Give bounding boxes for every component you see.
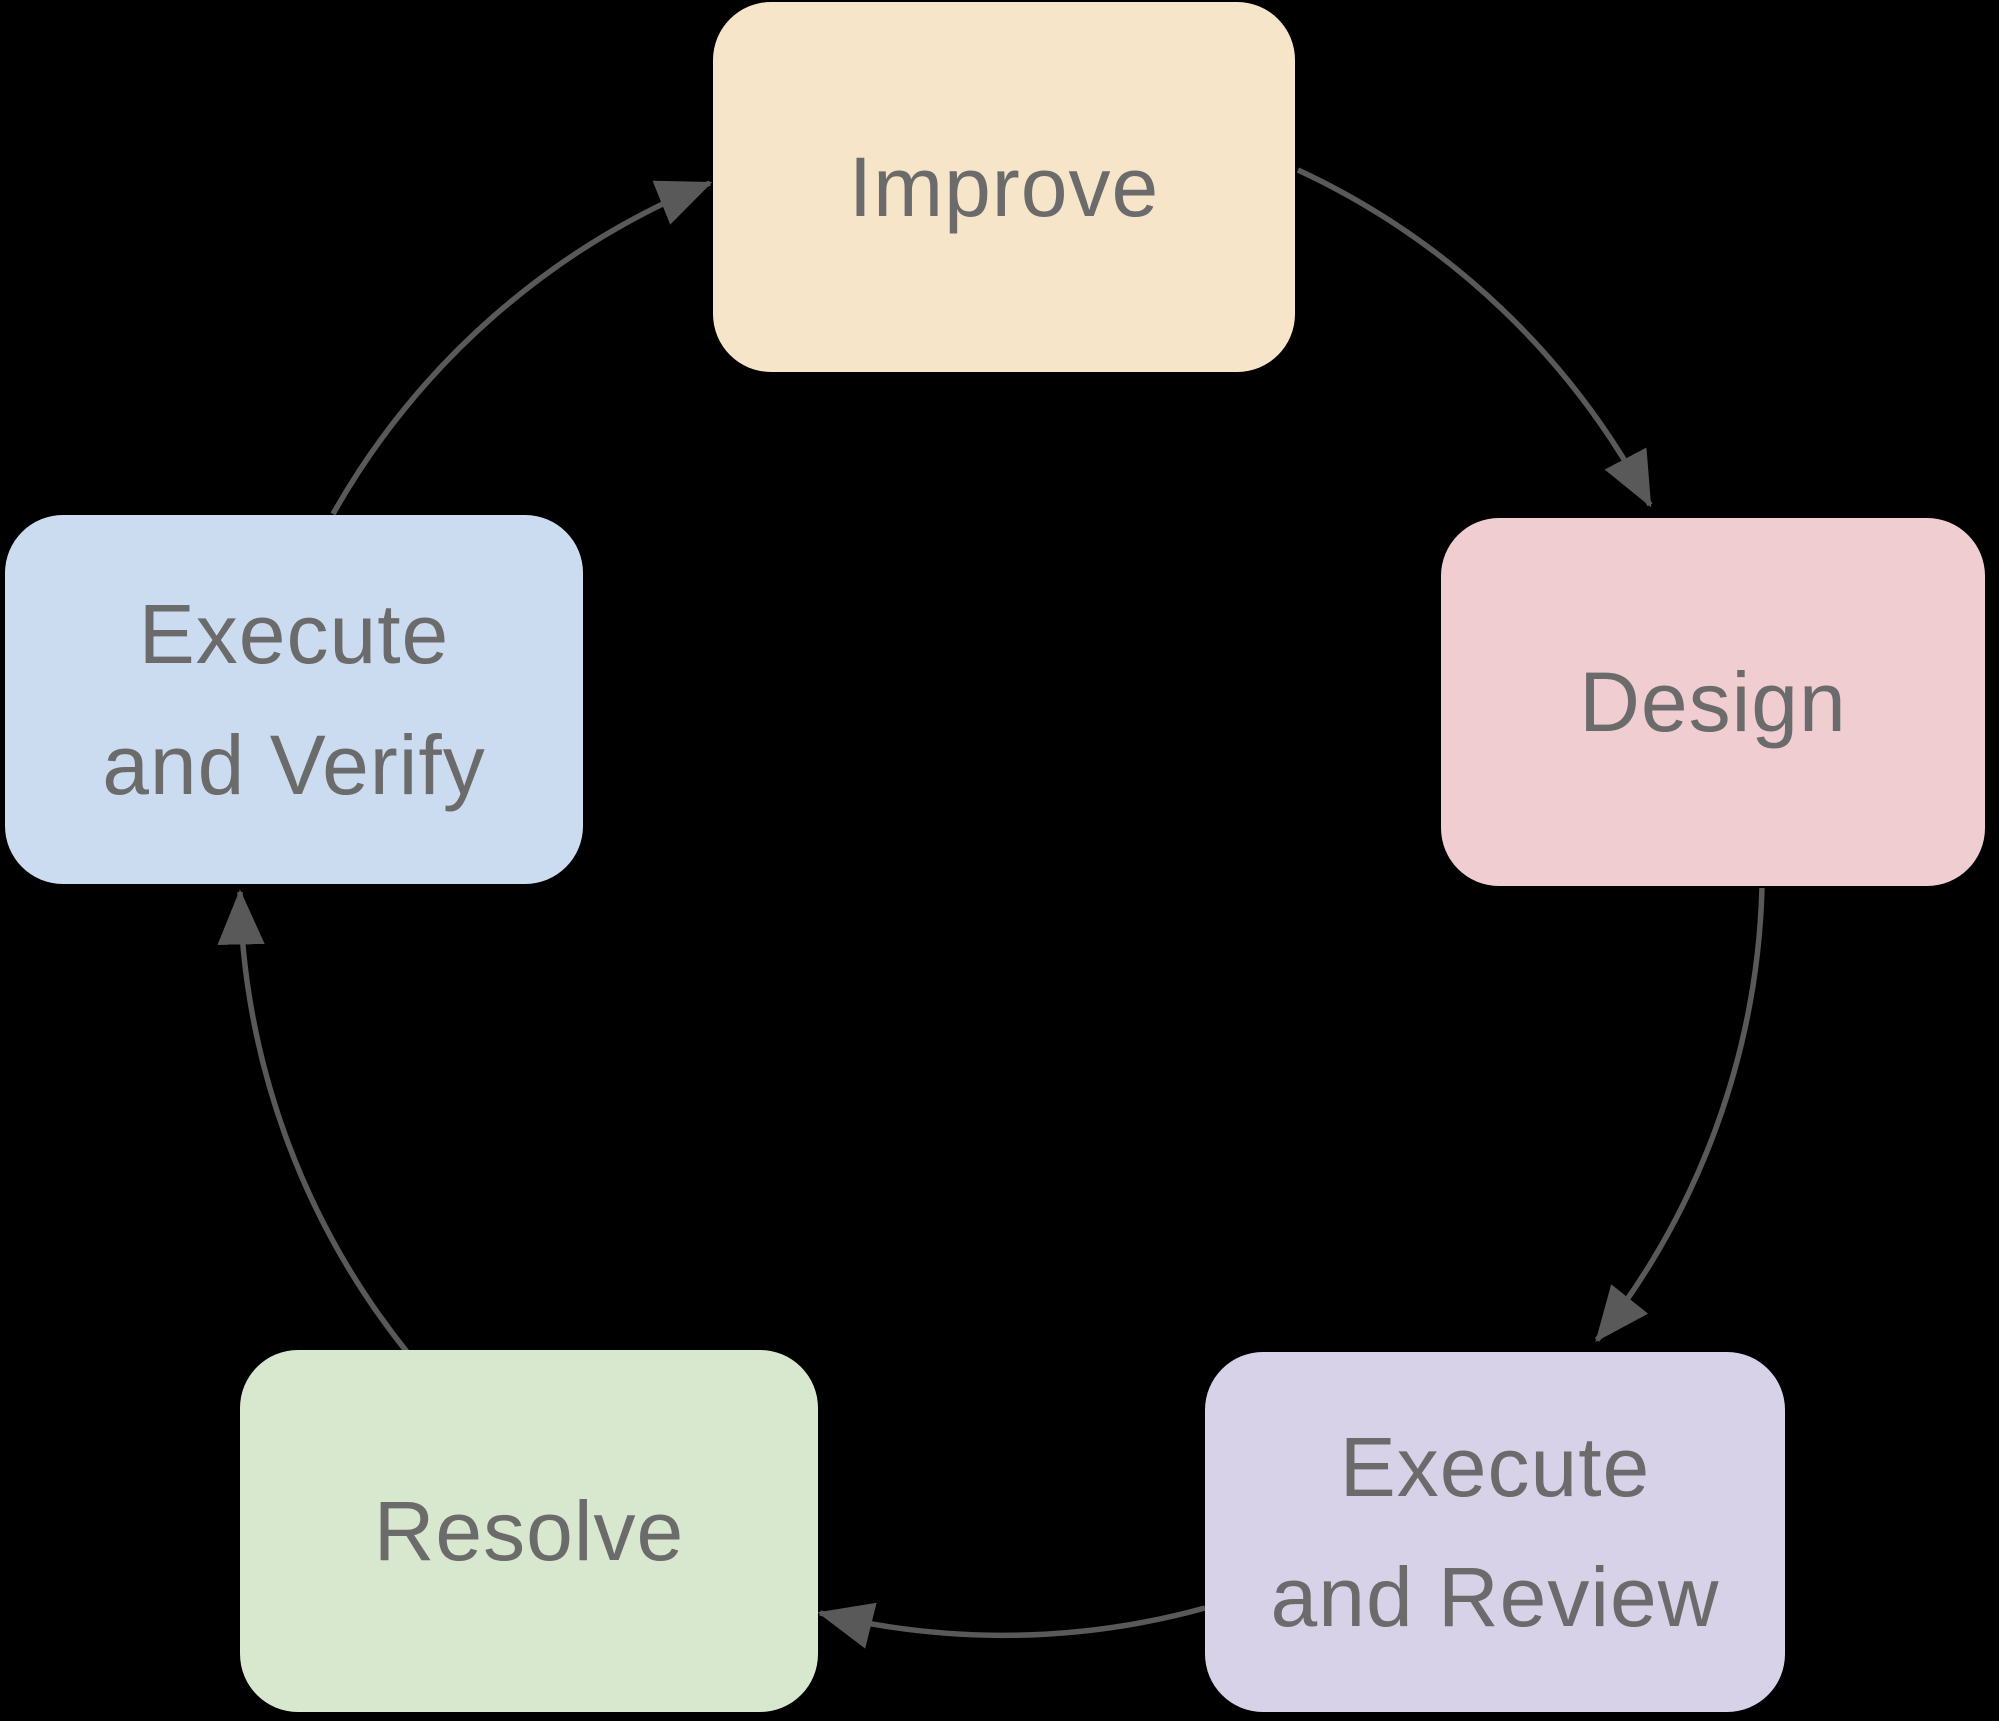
edge-resolve-to-execute-verify [217,889,410,1354]
edge-improve-to-design [1296,167,1653,508]
node-execute-review-label-line2: and Review [1270,1550,1720,1644]
node-execute-verify-label-line2: and Verify [102,717,486,812]
node-design-label: Design [1579,654,1847,749]
node-execute-verify: Execute and Verify [5,515,583,884]
node-resolve-label: Resolve [373,1483,685,1578]
node-execute-review-label-line1: Execute [1339,1419,1651,1514]
node-execute-review: Execute and Review [1205,1352,1785,1712]
edge-execute-verify-to-improve [330,180,713,516]
node-execute-verify-label-line1: Execute [138,587,450,682]
node-resolve: Resolve [240,1350,818,1712]
edge-execute-review-to-resolve [817,1602,1206,1649]
node-improve: Improve [713,2,1295,372]
node-improve-label: Improve [848,139,1160,234]
node-design: Design [1441,518,1985,886]
edge-design-to-execute-review [1594,887,1765,1343]
